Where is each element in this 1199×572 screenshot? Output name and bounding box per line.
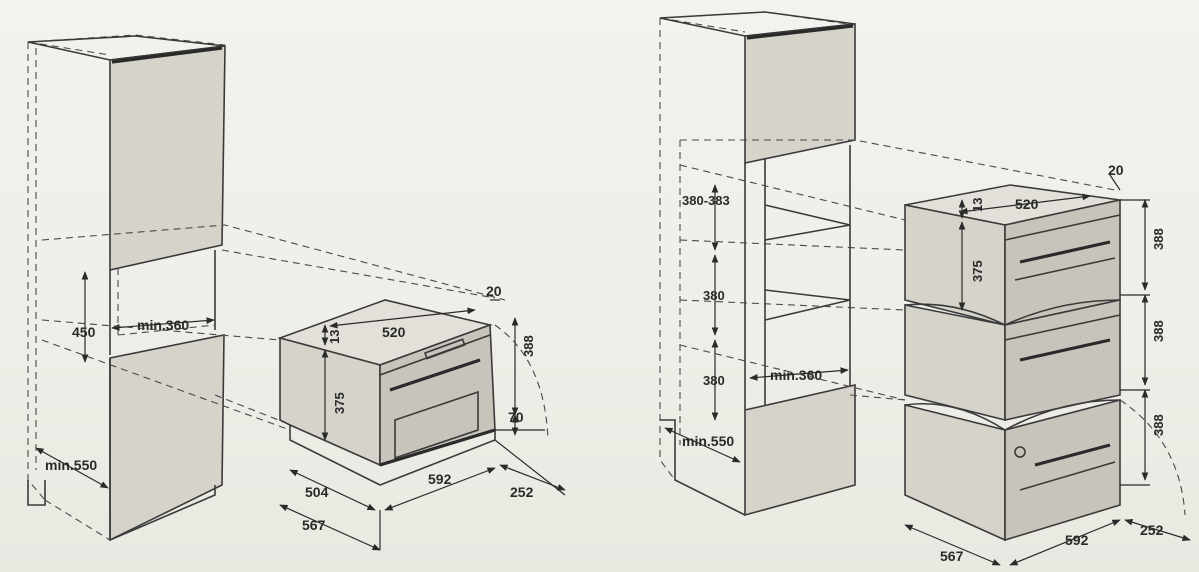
right-dim-388b: 388	[1151, 320, 1166, 342]
right-dim-388c: 388	[1151, 414, 1166, 436]
right-appliance-bottom	[904, 398, 1121, 542]
left-dim-592: 592	[428, 471, 452, 487]
right-dim-min360: min.360	[770, 367, 822, 383]
right-dim-380b: 380	[703, 373, 725, 388]
right-appliance-middle	[904, 299, 1121, 422]
left-dim-567: 567	[302, 517, 326, 533]
dim-min550-label: min.550	[45, 457, 97, 473]
left-dim-520: 520	[382, 324, 406, 340]
left-dim-388: 388	[521, 335, 536, 357]
left-dim-504: 504	[305, 484, 329, 500]
left-cabinet-dimensions	[35, 271, 215, 489]
right-dim-388a: 388	[1151, 228, 1166, 250]
right-dim-range: 380-383	[682, 193, 730, 208]
right-projection-lines	[679, 139, 1116, 401]
left-dim-20: 20	[486, 283, 502, 299]
left-dim-70: 70	[508, 409, 524, 425]
left-dim-375: 375	[332, 392, 347, 414]
right-dim-380a: 380	[703, 288, 725, 303]
right-dim-592: 592	[1065, 532, 1089, 548]
right-dim-252: 252	[1140, 522, 1164, 538]
right-dim-min550: min.550	[682, 433, 734, 449]
right-dim-520: 520	[1015, 196, 1039, 212]
left-appliance-dimensions	[279, 299, 566, 551]
dim-450-label: 450	[72, 324, 96, 340]
right-dim-375: 375	[970, 260, 985, 282]
right-appliance-dimensions	[904, 174, 1191, 566]
left-tall-cabinet	[27, 34, 226, 542]
right-dim-567: 567	[940, 548, 964, 564]
left-dim-252: 252	[510, 484, 534, 500]
right-dim-20: 20	[1108, 162, 1124, 178]
right-dim-13: 13	[970, 198, 985, 212]
right-tall-cabinet	[659, 11, 856, 517]
left-dim-13: 13	[327, 330, 342, 344]
